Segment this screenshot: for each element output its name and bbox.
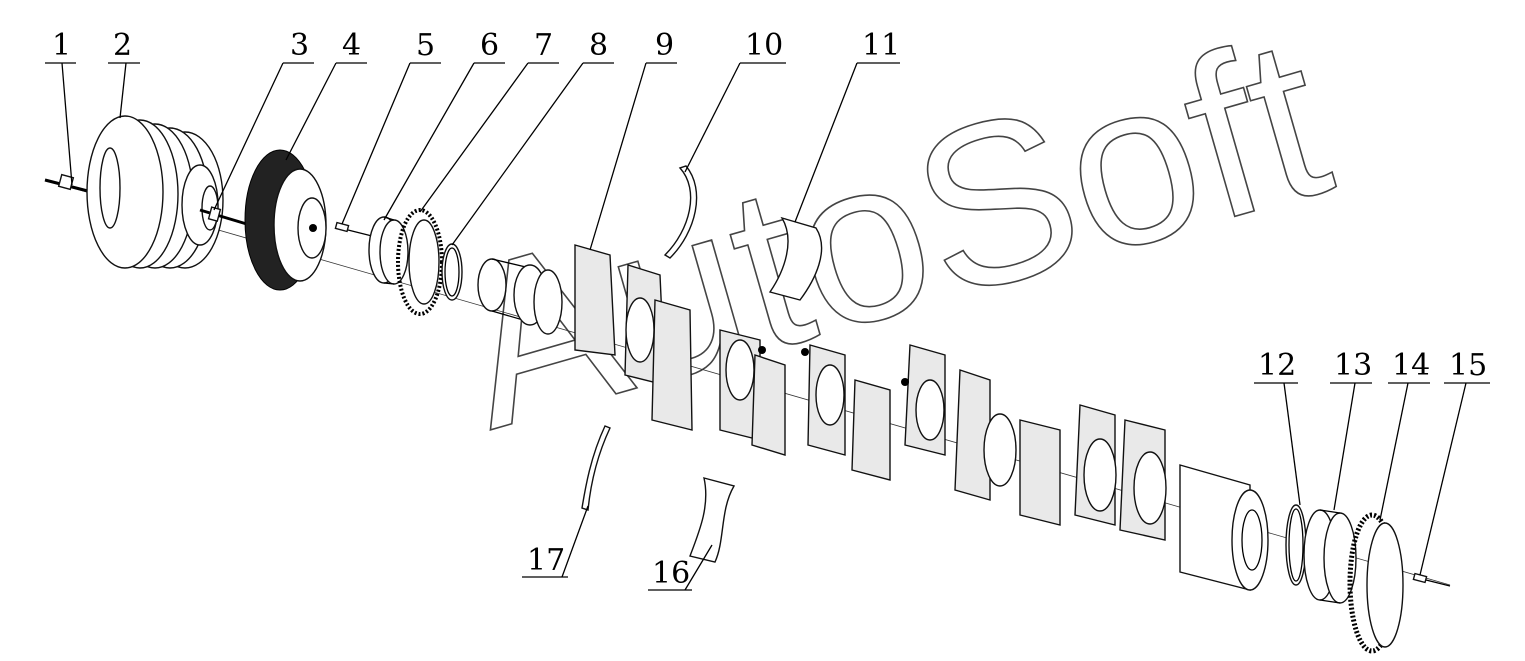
callout-17: 17: [522, 505, 589, 578]
part-4-damper: [244, 149, 327, 291]
callout-13-label: 13: [1334, 348, 1372, 383]
callout-5-label: 5: [416, 28, 435, 63]
callout-2: 2: [108, 28, 140, 119]
callout-9-label: 9: [655, 28, 674, 63]
watermark: AutoSoft: [433, 0, 1352, 477]
callout-1: 1: [45, 28, 76, 186]
callout-1-label: 1: [52, 28, 71, 63]
part-6-sleeve: [368, 216, 409, 285]
part-14-gear: [1347, 512, 1404, 654]
part-17-thrust-washer: [581, 425, 611, 511]
callout-8-label: 8: [589, 28, 608, 63]
callout-5: 5: [341, 28, 441, 225]
part-3-bolt: [199, 206, 251, 227]
callout-12: 12: [1254, 348, 1301, 506]
callout-14-label: 14: [1392, 348, 1430, 383]
callout-4-label: 4: [342, 28, 361, 63]
callout-14: 14: [1379, 348, 1430, 521]
callout-2-label: 2: [113, 28, 132, 63]
callout-3-label: 3: [290, 28, 309, 63]
callout-6: 6: [383, 28, 505, 221]
callout-3: 3: [213, 28, 314, 211]
part-9-crankshaft: [477, 244, 1269, 591]
callout-7: 7: [419, 28, 559, 213]
callout-7-label: 7: [534, 28, 553, 63]
callout-15-label: 15: [1449, 348, 1487, 383]
part-13-sleeve: [1303, 509, 1357, 604]
callout-10: 10: [684, 28, 786, 173]
callout-8: 8: [451, 28, 614, 246]
part-10-thrust-washer: [663, 165, 698, 259]
callout-12-label: 12: [1258, 348, 1296, 383]
callout-4: 4: [285, 28, 367, 161]
part-15-pin: [1412, 572, 1451, 587]
callout-11-label: 11: [862, 28, 900, 63]
callout-13: 13: [1330, 348, 1372, 511]
callout-6-label: 6: [480, 28, 499, 63]
part-12-ring: [1285, 504, 1307, 586]
callout-10-label: 10: [745, 28, 783, 63]
callout-9: 9: [589, 28, 677, 251]
callout-16-label: 16: [652, 556, 690, 591]
callout-15: 15: [1419, 348, 1490, 576]
part-5-key: [334, 221, 373, 237]
part-11-bearing-shell: [768, 216, 823, 301]
part-8-ring: [441, 243, 463, 301]
part-2-pulley: [86, 115, 224, 269]
callout-11: 11: [794, 28, 900, 223]
callout-17-label: 17: [527, 543, 565, 578]
callout-16: 16: [648, 544, 713, 591]
part-16-bearing-shell: [689, 477, 736, 563]
